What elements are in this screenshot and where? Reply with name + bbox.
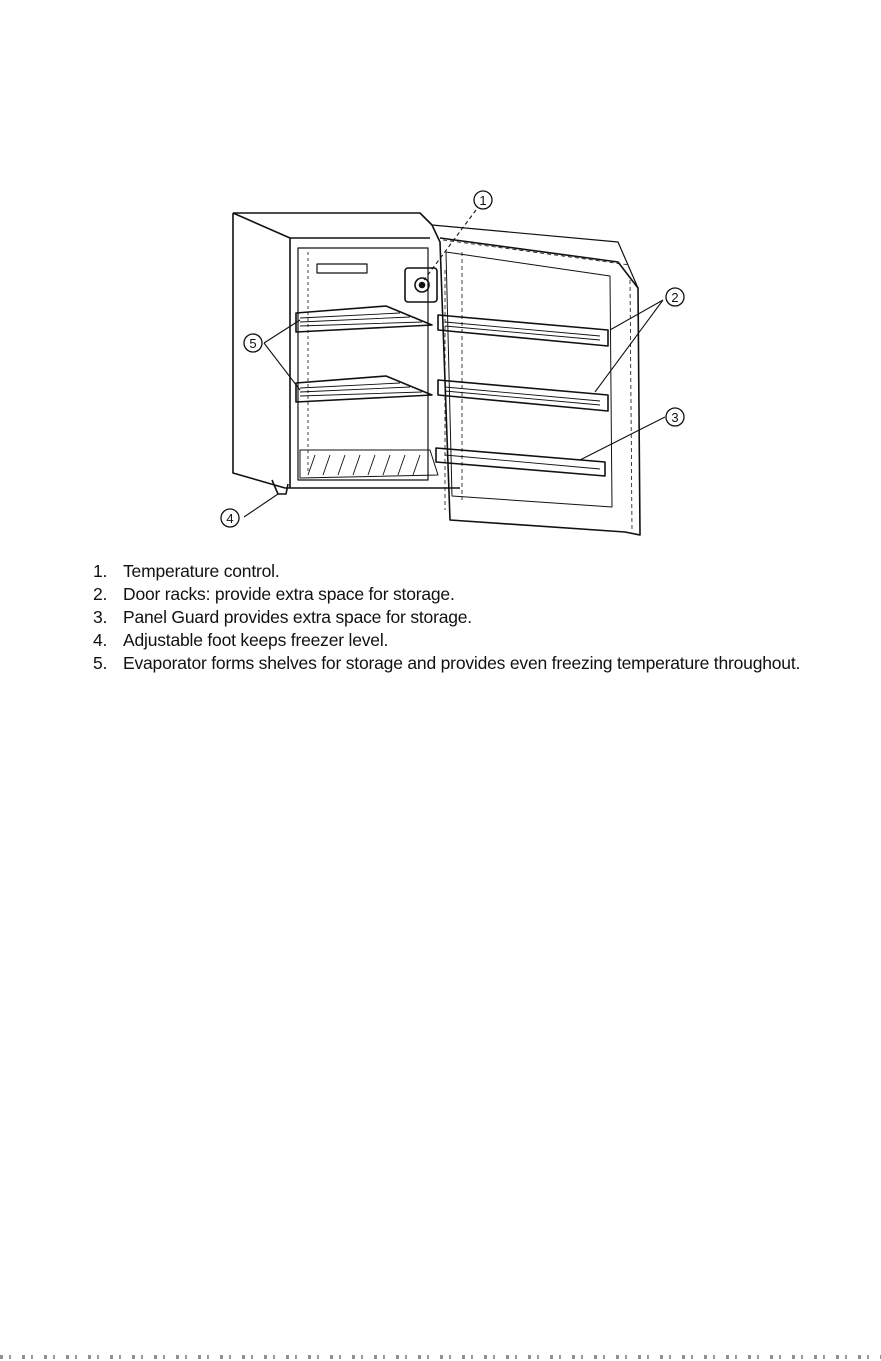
callout-label-4: 4 <box>226 511 233 526</box>
scan-artifact-line <box>0 1355 881 1359</box>
part-description: Door racks: provide extra space for stor… <box>123 583 813 606</box>
door-rack-1 <box>438 315 608 346</box>
part-description: Adjustable foot keeps freezer level. <box>123 629 813 652</box>
inner-cavity <box>298 248 428 480</box>
open-door <box>432 225 640 535</box>
door-liner <box>446 252 612 507</box>
part-item-adjustable-foot: 4. Adjustable foot keeps freezer level. <box>93 629 813 652</box>
part-description: Evaporator forms shelves for storage and… <box>123 652 813 675</box>
parts-list: 1. Temperature control. 2. Door racks: p… <box>93 560 813 675</box>
cabinet-front-edge <box>233 213 290 488</box>
callout-label-3: 3 <box>671 410 678 425</box>
part-number: 4. <box>93 629 123 652</box>
part-number: 5. <box>93 652 123 675</box>
cabinet-top <box>233 213 432 225</box>
freezer-compartment <box>317 264 367 273</box>
door-rack-2 <box>438 380 608 411</box>
part-item-panel-guard: 3. Panel Guard provides extra space for … <box>93 606 813 629</box>
callout-label-5: 5 <box>249 336 256 351</box>
part-item-evaporator: 5. Evaporator forms shelves for storage … <box>93 652 813 675</box>
part-item-door-racks: 2. Door racks: provide extra space for s… <box>93 583 813 606</box>
part-number: 2. <box>93 583 123 606</box>
callout-label-1: 1 <box>479 193 486 208</box>
callout-label-2: 2 <box>671 290 678 305</box>
part-number: 3. <box>93 606 123 629</box>
part-number: 1. <box>93 560 123 583</box>
part-description: Panel Guard provides extra space for sto… <box>123 606 813 629</box>
cabinet-outline <box>233 213 460 488</box>
refrigerator-diagram: 1 2 3 4 5 <box>200 180 700 540</box>
part-item-temperature-control: 1. Temperature control. <box>93 560 813 583</box>
refrigerator-illustration: 1 2 3 4 5 <box>200 180 700 540</box>
part-description: Temperature control. <box>123 560 813 583</box>
